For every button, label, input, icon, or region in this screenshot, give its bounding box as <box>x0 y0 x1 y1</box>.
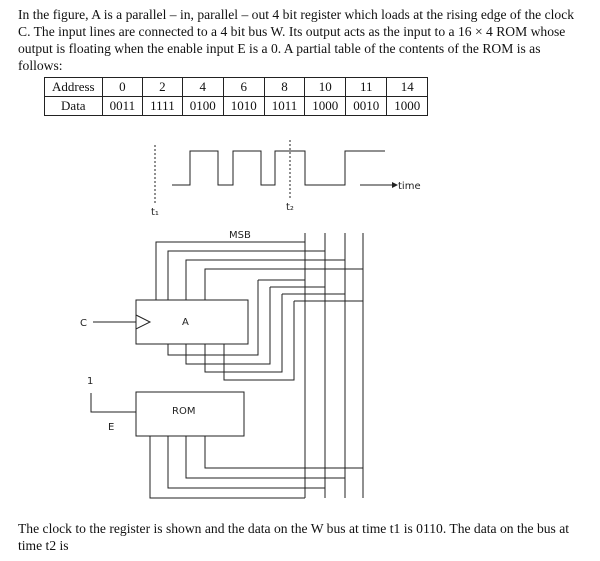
question-closing: The clock to the register is shown and t… <box>18 521 570 553</box>
data-cell: 1000 <box>386 96 429 116</box>
register-a-box <box>135 299 249 345</box>
data-cell: 1000 <box>304 96 347 116</box>
row-header-address: Address <box>44 77 103 97</box>
question-intro: In the figure, A is a parallel – in, par… <box>18 7 575 73</box>
clock-label: C <box>80 318 87 329</box>
t1-label: t₁ <box>151 207 159 218</box>
data-cell: 1111 <box>142 96 183 116</box>
data-cell: 0100 <box>181 96 224 116</box>
address-cell: 14 <box>386 77 429 97</box>
bus-wires <box>149 233 364 499</box>
data-cell: 0010 <box>345 96 388 116</box>
t2-label: t₂ <box>286 202 294 213</box>
enable-value: 1 <box>87 376 93 387</box>
table-row-data: Data 0011 1111 0100 1010 1011 1000 0010 … <box>44 96 429 116</box>
time-label: time <box>398 181 421 192</box>
time-arrow <box>360 182 398 188</box>
clock-waveform <box>172 150 385 186</box>
data-cell: 1010 <box>222 96 265 116</box>
data-cell: 0011 <box>101 96 144 116</box>
msb-label: MSB <box>229 230 251 241</box>
rom-contents-table: Address 0 2 4 6 8 10 11 14 Data 0011 111… <box>44 77 429 116</box>
enable-line <box>90 393 136 413</box>
rom-label: ROM <box>172 406 195 417</box>
rom-box <box>135 391 245 437</box>
enable-label: E <box>108 422 114 433</box>
register-label: A <box>182 317 189 328</box>
row-header-data: Data <box>44 96 103 116</box>
table-row-address: Address 0 2 4 6 8 10 11 14 <box>44 77 429 97</box>
data-cell: 1011 <box>263 96 306 116</box>
